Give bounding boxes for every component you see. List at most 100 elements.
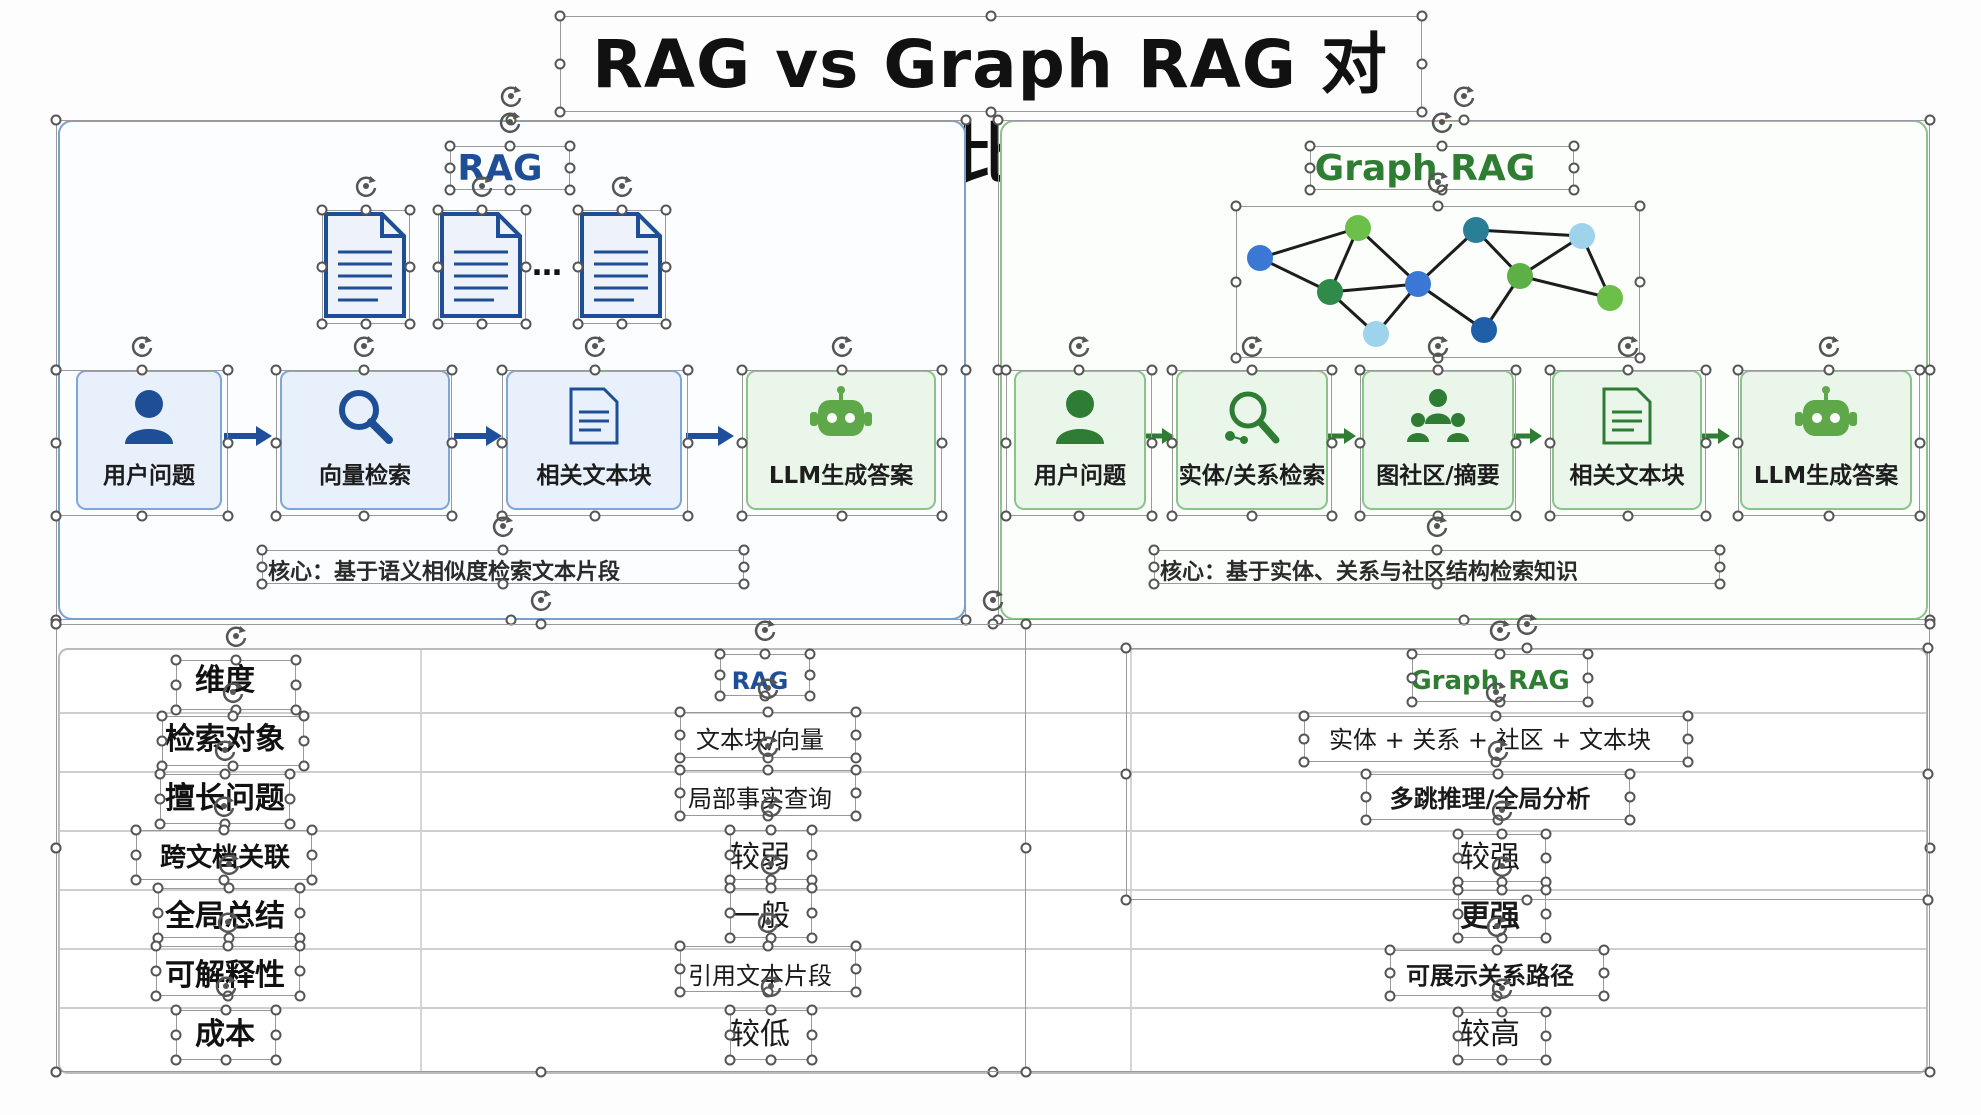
resize-handle[interactable] (170, 679, 182, 691)
rotate-handle-icon[interactable] (609, 173, 635, 199)
resize-handle[interactable] (1540, 852, 1552, 864)
resize-handle[interactable] (714, 648, 726, 660)
resize-handle[interactable] (1298, 710, 1310, 722)
resize-handle[interactable] (1298, 733, 1310, 745)
resize-handle[interactable] (1452, 852, 1464, 864)
rotate-handle-icon[interactable] (351, 333, 377, 359)
resize-handle[interactable] (1924, 618, 1936, 630)
resize-handle[interactable] (1246, 510, 1258, 522)
resize-handle[interactable] (170, 1029, 182, 1041)
rotate-handle-icon[interactable] (211, 793, 237, 819)
resize-handle[interactable] (223, 882, 235, 894)
resize-handle[interactable] (1922, 894, 1934, 906)
resize-handle[interactable] (1120, 642, 1132, 654)
resize-handle[interactable] (674, 729, 686, 741)
resize-handle[interactable] (284, 768, 296, 780)
resize-handle[interactable] (1510, 437, 1522, 449)
resize-handle[interactable] (170, 654, 182, 666)
resize-handle[interactable] (306, 849, 318, 861)
resize-handle[interactable] (1000, 437, 1012, 449)
resize-handle[interactable] (674, 764, 686, 776)
resize-handle[interactable] (806, 1004, 818, 1016)
resize-handle[interactable] (170, 1054, 182, 1066)
resize-handle[interactable] (724, 1004, 736, 1016)
resize-handle[interactable] (136, 510, 148, 522)
resize-handle[interactable] (572, 318, 584, 330)
graph-step-user-question[interactable]: 用户问题 (1014, 370, 1146, 510)
table-row-dimension[interactable]: 成本 (195, 1017, 255, 1052)
resize-handle[interactable] (1230, 276, 1242, 288)
resize-handle[interactable] (1823, 364, 1835, 376)
resize-handle[interactable] (476, 318, 488, 330)
resize-handle[interactable] (222, 510, 234, 522)
rotate-handle-icon[interactable] (1066, 333, 1092, 359)
resize-handle[interactable] (987, 1066, 999, 1078)
comparison-table[interactable] (58, 648, 1928, 1074)
table-cell-graph-rag[interactable]: 更强 (1460, 899, 1520, 934)
resize-handle[interactable] (674, 810, 686, 822)
resize-handle[interactable] (985, 106, 997, 118)
resize-handle[interactable] (270, 1004, 282, 1016)
resize-handle[interactable] (1622, 364, 1634, 376)
resize-handle[interactable] (1406, 648, 1418, 660)
resize-handle[interactable] (1304, 140, 1316, 152)
resize-handle[interactable] (1582, 672, 1594, 684)
resize-handle[interactable] (50, 364, 62, 376)
resize-handle[interactable] (294, 882, 306, 894)
resize-handle[interactable] (1230, 352, 1242, 364)
resize-handle[interactable] (404, 318, 416, 330)
resize-handle[interactable] (219, 768, 231, 780)
rag-panel-title[interactable]: RAG (457, 148, 543, 189)
rotate-handle-icon[interactable] (755, 675, 781, 701)
resize-handle[interactable] (284, 793, 296, 805)
resize-handle[interactable] (476, 204, 488, 216)
resize-handle[interactable] (432, 204, 444, 216)
rotate-handle-icon[interactable] (758, 851, 784, 877)
resize-handle[interactable] (660, 318, 672, 330)
resize-handle[interactable] (1146, 437, 1158, 449)
resize-handle[interactable] (1922, 642, 1934, 654)
resize-handle[interactable] (572, 204, 584, 216)
resize-handle[interactable] (496, 437, 508, 449)
resize-handle[interactable] (1432, 510, 1444, 522)
graph-step-entity-relation-search[interactable]: 实体/关系检索 (1176, 370, 1328, 510)
resize-handle[interactable] (130, 849, 142, 861)
resize-handle[interactable] (1568, 140, 1580, 152)
resize-handle[interactable] (1432, 200, 1444, 212)
resize-handle[interactable] (130, 824, 142, 836)
resize-handle[interactable] (1416, 106, 1428, 118)
resize-handle[interactable] (150, 965, 162, 977)
resize-handle[interactable] (270, 437, 282, 449)
resize-handle[interactable] (535, 1066, 547, 1078)
resize-handle[interactable] (444, 184, 456, 196)
resize-handle[interactable] (1598, 944, 1610, 956)
resize-handle[interactable] (1732, 437, 1744, 449)
graph-rag-panel-title[interactable]: Graph RAG (1314, 148, 1536, 189)
resize-handle[interactable] (1492, 768, 1504, 780)
resize-handle[interactable] (256, 544, 268, 556)
rotate-handle-icon[interactable] (1425, 333, 1451, 359)
resize-handle[interactable] (222, 940, 234, 952)
resize-handle[interactable] (1452, 1054, 1464, 1066)
rotate-handle-icon[interactable] (1483, 679, 1509, 705)
resize-handle[interactable] (1700, 510, 1712, 522)
resize-handle[interactable] (1304, 162, 1316, 174)
resize-handle[interactable] (294, 990, 306, 1002)
rotate-handle-icon[interactable] (1816, 333, 1842, 359)
resize-handle[interactable] (1496, 1006, 1508, 1018)
resize-handle[interactable] (222, 364, 234, 376)
resize-handle[interactable] (1521, 642, 1533, 654)
resize-handle[interactable] (1634, 200, 1646, 212)
resize-handle[interactable] (150, 940, 162, 952)
resize-handle[interactable] (535, 618, 547, 630)
document-icon[interactable] (578, 210, 664, 320)
resize-handle[interactable] (404, 204, 416, 216)
resize-handle[interactable] (1000, 510, 1012, 522)
resize-handle[interactable] (1452, 908, 1464, 920)
resize-handle[interactable] (1458, 614, 1470, 626)
resize-handle[interactable] (714, 669, 726, 681)
resize-handle[interactable] (1073, 364, 1085, 376)
resize-handle[interactable] (1230, 200, 1242, 212)
rotate-handle-icon[interactable] (353, 173, 379, 199)
table-cell-graph-rag[interactable]: 多跳推理/全局分析 (1389, 785, 1591, 813)
